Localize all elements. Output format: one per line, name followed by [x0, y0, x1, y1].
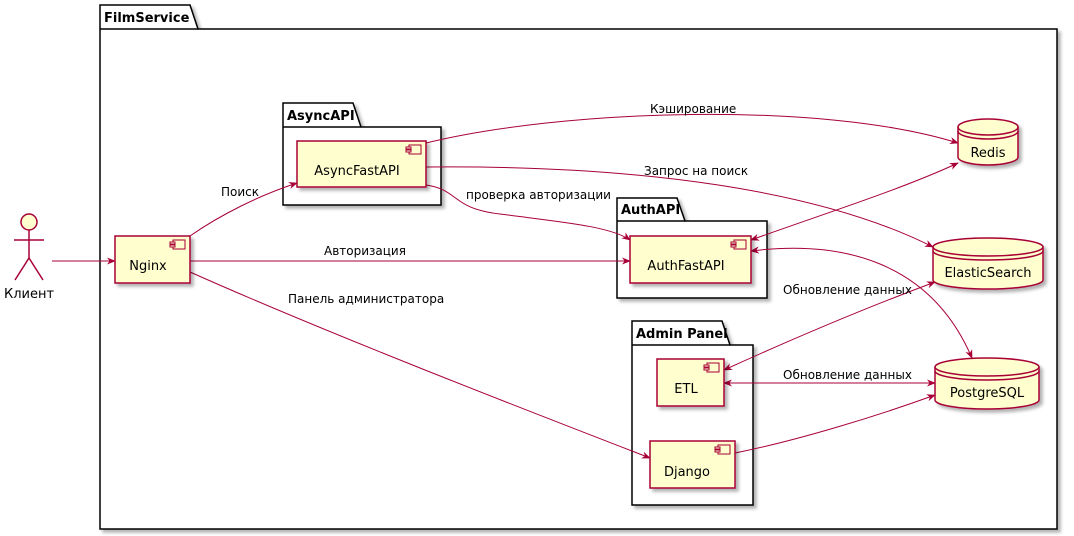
database-postgresql[interactable]: PostgreSQL — [934, 357, 1040, 410]
edge-redis-authfastapi — [750, 162, 959, 241]
edge-label-caching: Кэширование — [650, 102, 736, 116]
database-label-redis: Redis — [970, 146, 1005, 161]
database-label-postgresql: PostgreSQL — [950, 386, 1025, 401]
package-title-filmservice: FilmService — [104, 11, 190, 26]
edge-elastic-etl — [723, 281, 936, 371]
database-redis[interactable]: Redis — [957, 118, 1019, 166]
component-label-nginx: Nginx — [129, 259, 167, 274]
edge-label-search: Поиск — [221, 185, 259, 199]
edge-django-postgres — [734, 394, 936, 454]
database-label-elasticsearch: ElasticSearch — [944, 266, 1031, 281]
component-authfastapi[interactable]: AuthFastAPI — [629, 235, 752, 284]
database-elasticsearch[interactable]: ElasticSearch — [932, 237, 1044, 290]
edge-label-data-update-es: Обновление данных — [783, 283, 912, 297]
component-label-etl: ETL — [674, 382, 698, 397]
actor-icon — [14, 213, 44, 281]
actor-client[interactable]: Клиент — [4, 213, 54, 302]
package-title-admin-panel: Admin Panel — [636, 327, 728, 342]
edge-authfastapi-postgres — [750, 246, 973, 359]
component-etl[interactable]: ETL — [656, 358, 725, 407]
package-title-authapi: AuthAPI — [621, 203, 680, 218]
component-icon — [169, 239, 186, 250]
component-nginx[interactable]: Nginx — [114, 235, 191, 284]
edge-label-authorization: Авторизация — [324, 244, 406, 258]
actor-label: Клиент — [4, 287, 54, 302]
edge-asyncfastapi-authfastapi — [425, 184, 631, 241]
edge-nginx-django — [189, 271, 651, 459]
component-icon — [730, 239, 747, 250]
component-icon — [714, 444, 731, 455]
package-title-asyncapi: AsyncAPI — [287, 109, 355, 124]
component-label-django: Django — [664, 465, 710, 480]
edge-nginx-asyncfastapi — [189, 182, 298, 237]
edge-label-search-request: Запрос на поиск — [644, 164, 748, 178]
edge-label-auth-check: проверка авторизации — [466, 188, 611, 202]
edges — [52, 113, 973, 459]
package-filmservice: FilmService — [99, 4, 1058, 530]
component-asyncfastapi[interactable]: AsyncFastAPI — [296, 140, 427, 188]
component-label-authfastapi: AuthFastAPI — [647, 259, 724, 274]
component-label-asyncfastapi: AsyncFastAPI — [314, 164, 399, 179]
edge-asyncfastapi-redis — [425, 113, 959, 145]
edge-label-data-update-pg: Обновление данных — [783, 368, 912, 382]
component-django[interactable]: Django — [649, 440, 736, 489]
component-icon — [703, 362, 720, 373]
edge-label-admin-panel: Панель администратора — [288, 292, 444, 306]
component-icon — [405, 144, 422, 155]
